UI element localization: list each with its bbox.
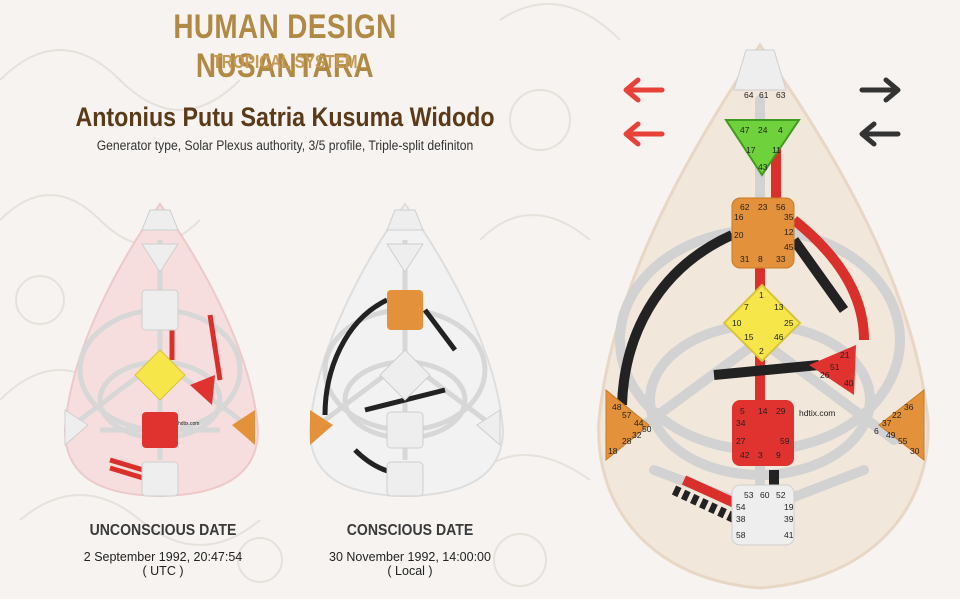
gate-63: 63 bbox=[776, 90, 786, 100]
gate-2: 2 bbox=[759, 346, 764, 356]
conscious-bodygraph bbox=[308, 202, 505, 498]
gate-11: 11 bbox=[772, 145, 781, 155]
arrow-right-icon bbox=[859, 77, 901, 103]
gate-50: 50 bbox=[642, 424, 652, 434]
g-center bbox=[722, 283, 802, 363]
solar-plexus-center bbox=[878, 388, 925, 462]
gate-25: 25 bbox=[784, 318, 794, 328]
root-center bbox=[731, 484, 795, 546]
gate-38: 38 bbox=[736, 514, 746, 524]
gate-13: 13 bbox=[774, 302, 784, 312]
app-subtitle: TROPICAL SYSTEM bbox=[212, 52, 358, 72]
gate-20: 20 bbox=[734, 230, 744, 240]
gate-4: 4 bbox=[778, 125, 783, 135]
gate-26: 26 bbox=[820, 370, 830, 380]
gate-17: 17 bbox=[746, 145, 756, 155]
gate-43: 43 bbox=[758, 162, 768, 172]
gate-8: 8 bbox=[758, 254, 763, 264]
gate-52: 52 bbox=[776, 490, 786, 500]
throat-center bbox=[731, 197, 795, 269]
gate-21: 21 bbox=[840, 350, 850, 360]
gate-40: 40 bbox=[844, 378, 854, 388]
gate-60: 60 bbox=[760, 490, 770, 500]
arrow-left-icon bbox=[859, 121, 901, 147]
gate-46: 46 bbox=[774, 332, 784, 342]
gate-58: 58 bbox=[736, 530, 746, 540]
gate-55: 55 bbox=[898, 436, 908, 446]
gate-27: 27 bbox=[736, 436, 746, 446]
gate-64: 64 bbox=[744, 90, 754, 100]
gate-9: 9 bbox=[776, 450, 781, 460]
gate-48: 48 bbox=[612, 402, 622, 412]
sacral-center bbox=[732, 400, 794, 466]
unconscious-date-label: UNCONSCIOUS DATE bbox=[89, 522, 237, 539]
gate-39: 39 bbox=[784, 514, 794, 524]
gate-47: 47 bbox=[740, 125, 750, 135]
gate-19: 19 bbox=[784, 502, 794, 512]
gate-3: 3 bbox=[758, 450, 763, 460]
gate-44: 44 bbox=[634, 418, 644, 428]
gate-45: 45 bbox=[784, 242, 794, 252]
conscious-timezone: ( Local ) bbox=[387, 564, 433, 578]
gate-56: 56 bbox=[776, 202, 786, 212]
gate-14: 14 bbox=[758, 406, 768, 416]
gate-42: 42 bbox=[740, 450, 750, 460]
gate-30: 30 bbox=[910, 446, 920, 456]
gate-57: 57 bbox=[622, 410, 632, 420]
ego-center bbox=[809, 345, 856, 395]
gate-24: 24 bbox=[758, 125, 768, 135]
gate-28: 28 bbox=[622, 436, 632, 446]
head-center bbox=[733, 49, 787, 91]
conscious-date-label: CONSCIOUS DATE bbox=[346, 522, 474, 539]
gate-41: 41 bbox=[784, 530, 794, 540]
gate-1: 1 bbox=[759, 290, 764, 300]
gate-10: 10 bbox=[732, 318, 742, 328]
gate-53: 53 bbox=[744, 490, 754, 500]
unconscious-bodygraph: hdtix.com bbox=[63, 202, 260, 498]
conscious-date-value: 30 November 1992, 14:00:00 bbox=[329, 550, 491, 564]
gate-15: 15 bbox=[744, 332, 754, 342]
conscious-date-block: CONSCIOUS DATE 30 November 1992, 14:00:0… bbox=[295, 522, 525, 578]
unconscious-date-block: UNCONSCIOUS DATE 2 September 1992, 20:47… bbox=[48, 522, 278, 578]
gate-34: 34 bbox=[736, 418, 746, 428]
gate-7: 7 bbox=[744, 302, 749, 312]
gate-22: 22 bbox=[892, 410, 902, 420]
gate-18: 18 bbox=[608, 446, 618, 456]
gate-51: 51 bbox=[830, 362, 840, 372]
gate-6: 6 bbox=[874, 426, 879, 436]
gate-61: 61 bbox=[759, 90, 769, 100]
gate-29: 29 bbox=[776, 406, 786, 416]
gate-54: 54 bbox=[736, 502, 746, 512]
gate-12: 12 bbox=[784, 227, 794, 237]
gate-32: 32 bbox=[632, 430, 642, 440]
unconscious-date-value: 2 September 1992, 20:47:54 bbox=[83, 550, 243, 564]
gate-31: 31 bbox=[740, 254, 750, 264]
gate-16: 16 bbox=[734, 212, 744, 222]
gate-62: 62 bbox=[740, 202, 750, 212]
gate-23: 23 bbox=[758, 202, 768, 212]
gate-33: 33 bbox=[776, 254, 786, 264]
gate-36: 36 bbox=[904, 402, 914, 412]
unconscious-timezone: ( UTC ) bbox=[142, 564, 184, 578]
app-title: HUMAN DESIGN NUSANTARA bbox=[173, 8, 397, 85]
gate-37: 37 bbox=[882, 418, 892, 428]
watermark-text: hdtix.com bbox=[799, 408, 835, 418]
spleen-center bbox=[605, 388, 650, 462]
person-description: Generator type, Solar Plexus authority, … bbox=[96, 138, 474, 153]
watermark-text: hdtix.com bbox=[178, 421, 199, 427]
gate-35: 35 bbox=[784, 212, 794, 222]
ajna-center bbox=[724, 119, 801, 177]
combined-bodygraph: 64 61 63 47 24 4 17 43 11 62 23 56 16 35… bbox=[597, 42, 930, 590]
arrow-left-icon bbox=[623, 121, 665, 147]
gate-5: 5 bbox=[740, 406, 745, 416]
gate-59: 59 bbox=[780, 436, 790, 446]
person-name: Antonius Putu Satria Kusuma Widodo bbox=[75, 102, 495, 132]
arrow-left-icon bbox=[623, 77, 665, 103]
gate-49: 49 bbox=[886, 430, 896, 440]
